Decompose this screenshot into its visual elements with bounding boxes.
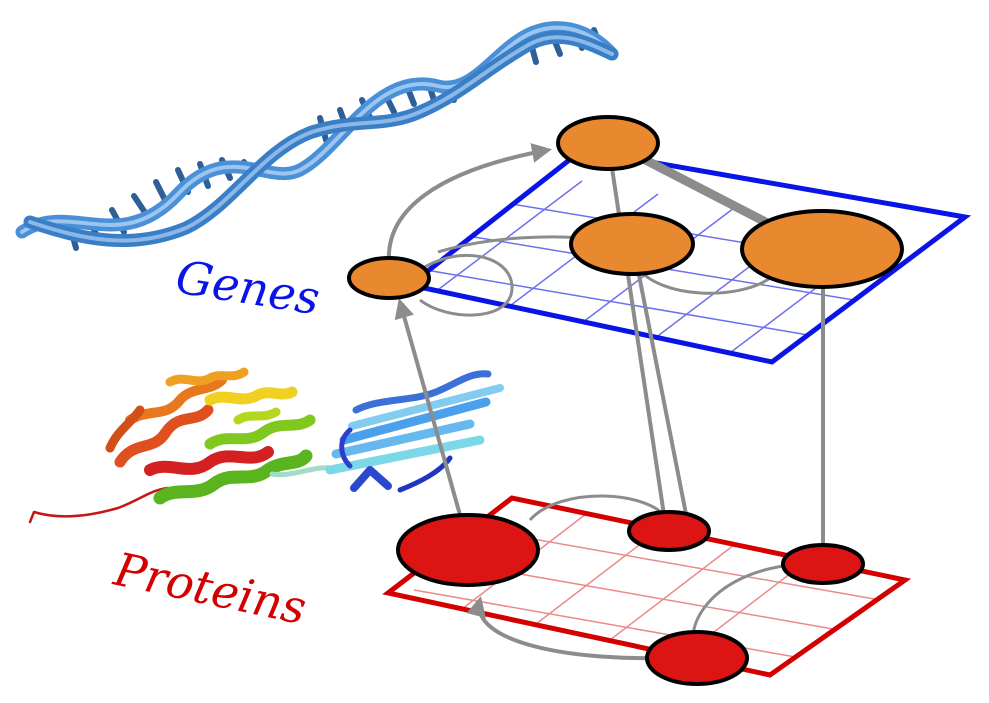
gene-node: [556, 115, 660, 171]
gene-nodes: [347, 115, 904, 300]
edge-gene-loop: [398, 254, 514, 317]
gene-node: [569, 212, 695, 276]
edge-interlayer-2: [636, 269, 688, 515]
proteins-label: Proteins: [109, 542, 311, 635]
dna-double-helix-icon: [15, 21, 619, 251]
edge-gene-heavy: [627, 148, 788, 236]
protein-node: [396, 513, 540, 587]
protein-node: [627, 510, 711, 552]
edge-gene-lower-arc: [634, 265, 771, 295]
protein-node: [781, 543, 865, 585]
genes-label: Genes: [172, 250, 323, 326]
edge-gene-arc: [386, 143, 552, 271]
edge-protein-bottom-arc: [466, 596, 661, 661]
protein-node: [645, 630, 749, 686]
edge-protein-to-gene-arrow: [394, 298, 464, 523]
edge-protein-upper-arc: [528, 494, 670, 522]
gene-node: [347, 256, 431, 300]
protein-ribbon-structure-icon: [28, 367, 504, 524]
gene-node: [740, 209, 904, 289]
protein-nodes: [396, 510, 865, 686]
